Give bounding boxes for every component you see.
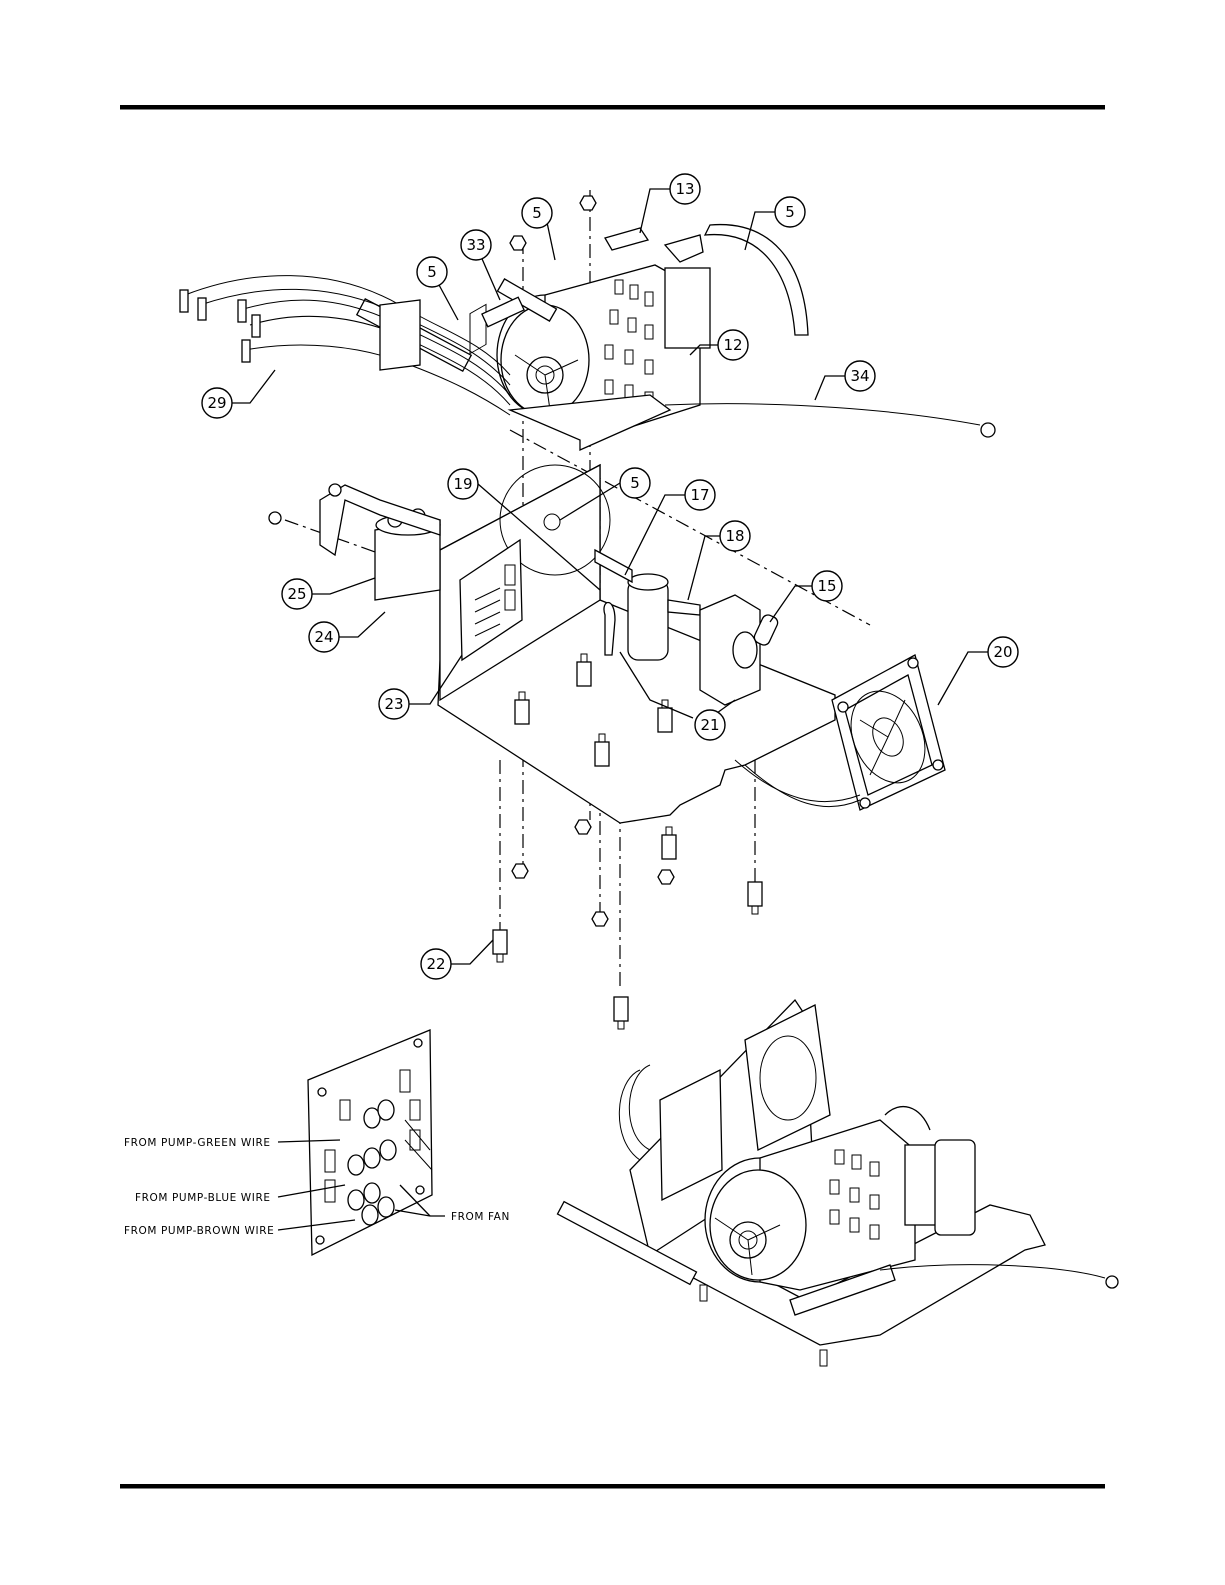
callout-21: 21 (695, 710, 725, 740)
svg-text:20: 20 (993, 643, 1012, 661)
callout-5-c: 5 (417, 257, 447, 287)
callout-22: 22 (421, 949, 451, 979)
callout-17: 17 (685, 480, 715, 510)
bottom-rule (120, 1484, 1105, 1489)
ground-lug (981, 423, 995, 437)
svg-text:13: 13 (675, 180, 694, 198)
svg-text:5: 5 (427, 263, 437, 281)
callout-33: 33 (461, 230, 491, 260)
callout-19: 19 (448, 469, 478, 499)
svg-text:29: 29 (207, 394, 226, 412)
callout-20: 20 (988, 637, 1018, 667)
note-blue-wire: FROM PUMP-BLUE WIRE (135, 1192, 271, 1204)
svg-text:33: 33 (466, 236, 485, 254)
callout-13: 13 (670, 174, 700, 204)
top-rule (120, 105, 1105, 110)
callout-15: 15 (812, 571, 842, 601)
hose-top-right (705, 225, 808, 335)
svg-text:24: 24 (314, 628, 333, 646)
wiring-detail: FROM PUMP-GREEN WIRE FROM PUMP-BLUE WIRE… (124, 1030, 510, 1255)
callout-5-a: 5 (522, 198, 552, 228)
callout-5-d: 5 (620, 468, 650, 498)
callout-29: 29 (202, 388, 232, 418)
svg-text:25: 25 (287, 585, 306, 603)
svg-text:18: 18 (725, 527, 744, 545)
svg-text:21: 21 (700, 716, 719, 734)
ground-wire (665, 404, 980, 425)
note-green-wire: FROM PUMP-GREEN WIRE (124, 1137, 271, 1149)
callout-25: 25 (282, 579, 312, 609)
callout-12: 12 (718, 330, 748, 360)
note-brown-wire: FROM PUMP-BROWN WIRE (124, 1225, 274, 1237)
callout-34: 34 (845, 361, 875, 391)
svg-text:5: 5 (532, 204, 542, 222)
callout-24: 24 (309, 622, 339, 652)
svg-text:19: 19 (453, 475, 472, 493)
svg-text:12: 12 (723, 336, 742, 354)
exploded-assembly (180, 190, 995, 1029)
note-from-fan: FROM FAN (451, 1211, 510, 1223)
svg-text:23: 23 (384, 695, 403, 713)
svg-text:34: 34 (850, 367, 869, 385)
assembled-view (557, 1000, 1118, 1366)
svg-text:5: 5 (630, 474, 640, 492)
svg-text:17: 17 (690, 486, 709, 504)
callout-5-b: 5 (775, 197, 805, 227)
callout-18: 18 (720, 521, 750, 551)
assembled-fan (745, 1005, 830, 1150)
svg-text:22: 22 (426, 955, 445, 973)
svg-text:5: 5 (785, 203, 795, 221)
callout-23: 23 (379, 689, 409, 719)
assembled-solenoid (935, 1140, 975, 1235)
svg-text:15: 15 (817, 577, 836, 595)
elbow-fittings (605, 228, 703, 262)
